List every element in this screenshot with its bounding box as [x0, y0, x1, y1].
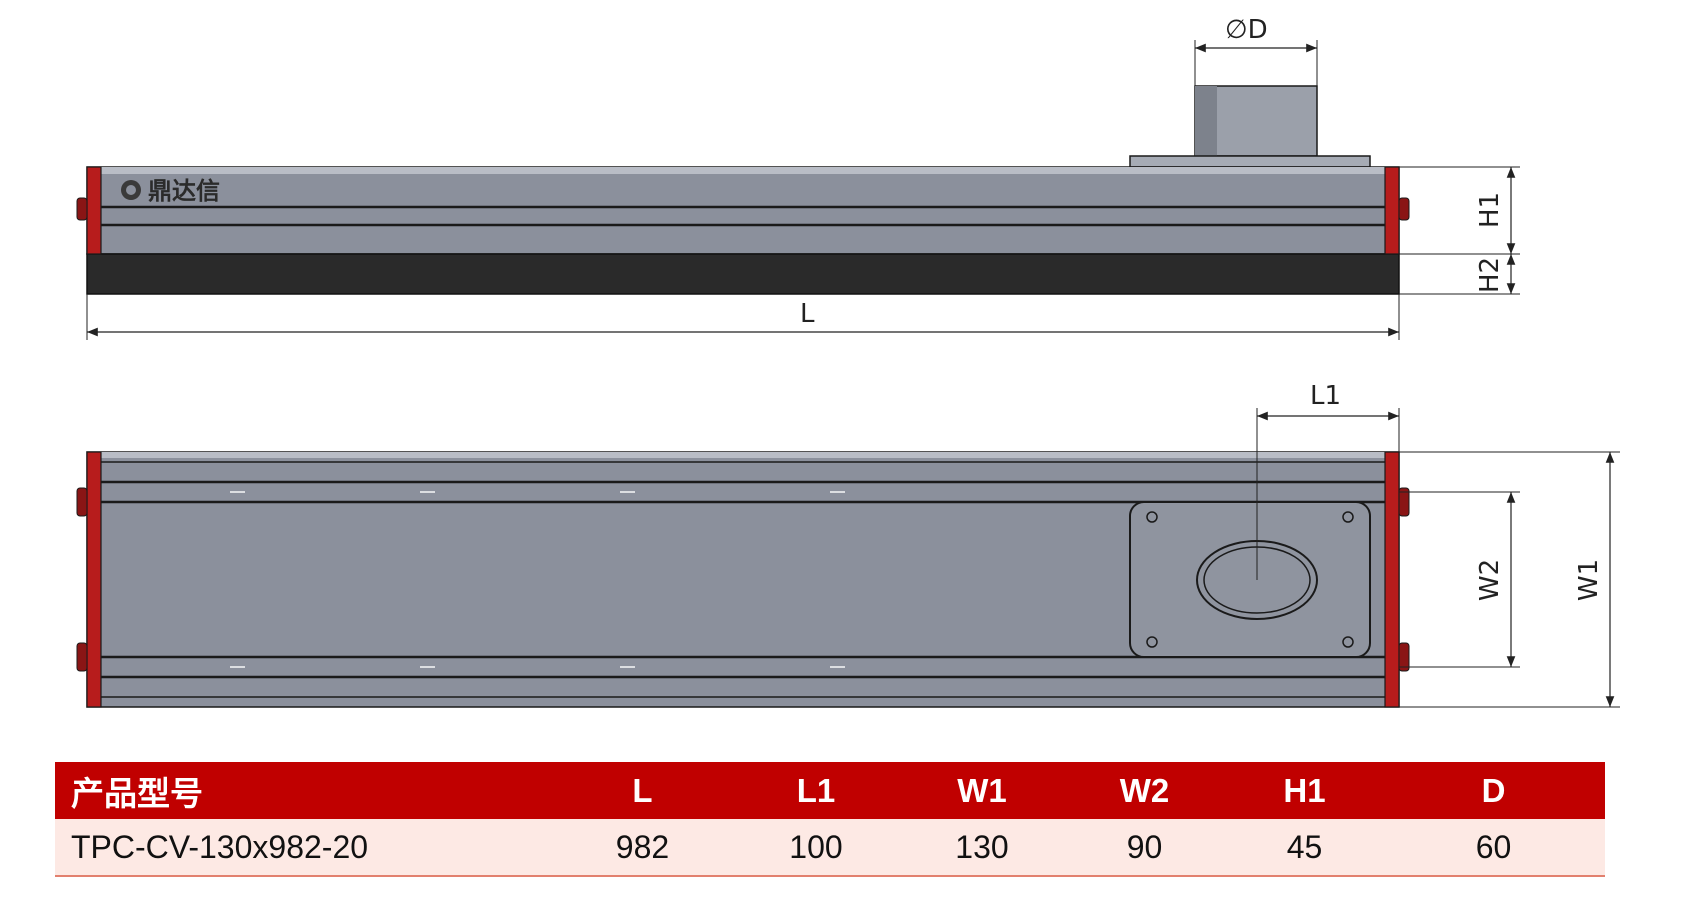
bolt-left	[76, 197, 88, 221]
cell-w1: 130	[902, 819, 1062, 877]
header-d: D	[1382, 762, 1605, 819]
cell-l: 982	[555, 819, 730, 877]
dim-label-l1: L1	[1310, 381, 1341, 411]
header-l1: L1	[730, 762, 902, 819]
header-h1: H1	[1227, 762, 1382, 819]
cell-l1: 100	[730, 819, 902, 877]
technical-drawing: 鼎达信 ∅D H1 H2 L	[76, 15, 1620, 708]
outlet-pipe-shade	[1195, 86, 1217, 156]
foam-pad	[86, 253, 1400, 295]
cell-d: 60	[1382, 819, 1605, 877]
dim-label-w1: W1	[1574, 559, 1604, 601]
end-cap-right-top	[1384, 451, 1400, 708]
end-cap-left	[86, 166, 102, 255]
side-view: 鼎达信 ∅D H1 H2 L	[76, 15, 1520, 340]
brand-text: 鼎达信	[148, 177, 220, 205]
cell-h1: 45	[1227, 819, 1382, 877]
header-l: L	[555, 762, 730, 819]
end-cap-right	[1384, 166, 1400, 255]
body-side-top	[87, 167, 1399, 174]
cell-model: TPC-CV-130x982-20	[55, 819, 555, 877]
table-row: TPC-CV-130x982-20 982 100 130 90 45 60	[55, 819, 1605, 877]
dim-label-w2: W2	[1475, 559, 1505, 601]
brand-logo: 鼎达信	[121, 177, 220, 205]
spec-table: 产品型号 L L1 W1 W2 H1 D TPC-CV-130x982-20 9…	[55, 762, 1605, 877]
table-header-row: 产品型号 L L1 W1 W2 H1 D	[55, 762, 1605, 819]
header-w1: W1	[902, 762, 1062, 819]
bolt-right	[1398, 197, 1410, 221]
dim-label-h1: H1	[1475, 192, 1505, 228]
header-model: 产品型号	[55, 762, 555, 819]
flange-side	[1129, 155, 1371, 168]
body-side	[86, 166, 1400, 255]
end-cap-left-top	[86, 451, 102, 708]
top-view: L1 W2 W1	[76, 381, 1620, 708]
dim-label-d: ∅D	[1225, 15, 1268, 45]
dim-label-h2: H2	[1475, 257, 1505, 293]
dim-label-l: L	[800, 299, 815, 329]
cell-w2: 90	[1062, 819, 1227, 877]
header-w2: W2	[1062, 762, 1227, 819]
